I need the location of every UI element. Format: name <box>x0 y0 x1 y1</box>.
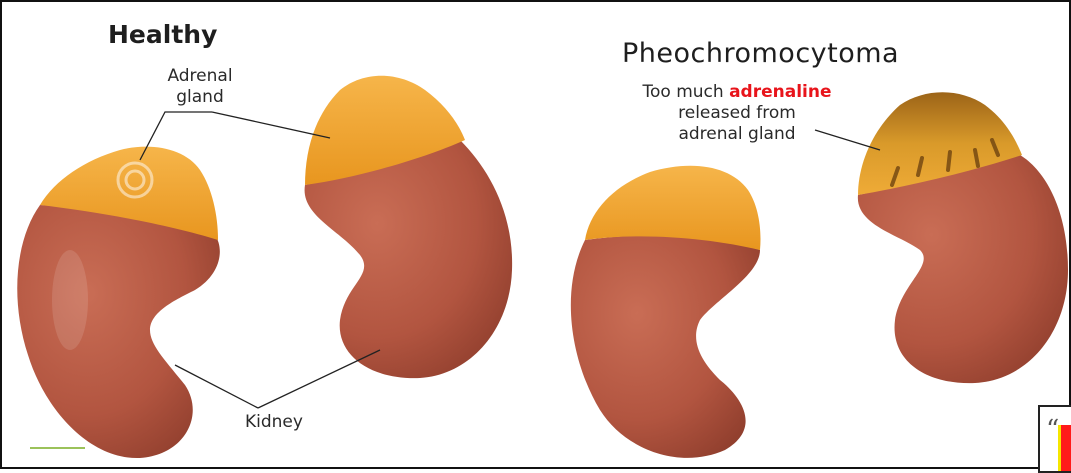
adrenal-leader-right <box>212 112 330 138</box>
tumor-mark-3 <box>948 152 950 170</box>
healthy-right-kidney <box>305 76 513 378</box>
pheo-caption-line3: adrenal gland <box>678 124 795 144</box>
healthy-left-kidney <box>17 147 220 458</box>
pheo-title: Pheochromocytoma <box>622 38 899 69</box>
pheo-caption-line2: released from <box>678 103 796 123</box>
healthy-title: Healthy <box>108 20 217 49</box>
pheo-left-kidney <box>571 166 761 458</box>
pheo-right-kidney-body <box>858 155 1068 383</box>
kidney-label: Kidney <box>245 412 303 433</box>
adrenal-label-line1: Adrenal <box>167 66 232 86</box>
pheo-caption-prefix: Too much <box>643 82 730 102</box>
adrenal-label-line2: gland <box>176 87 224 107</box>
corner-badge: “ <box>1038 405 1071 473</box>
pheo-left-kidney-body <box>571 236 760 458</box>
pheo-caption-highlight: adrenaline <box>729 82 831 102</box>
pheo-right-kidney <box>858 92 1068 383</box>
healthy-left-kidney-body <box>17 205 220 458</box>
healthy-left-kidney-highlight <box>52 250 88 350</box>
kidney-leader-right <box>258 350 380 408</box>
pheo-caption: Too much adrenaline released from adrena… <box>612 82 862 145</box>
red-square-icon <box>1058 425 1071 471</box>
adrenal-gland-label: Adrenal gland <box>150 66 250 108</box>
